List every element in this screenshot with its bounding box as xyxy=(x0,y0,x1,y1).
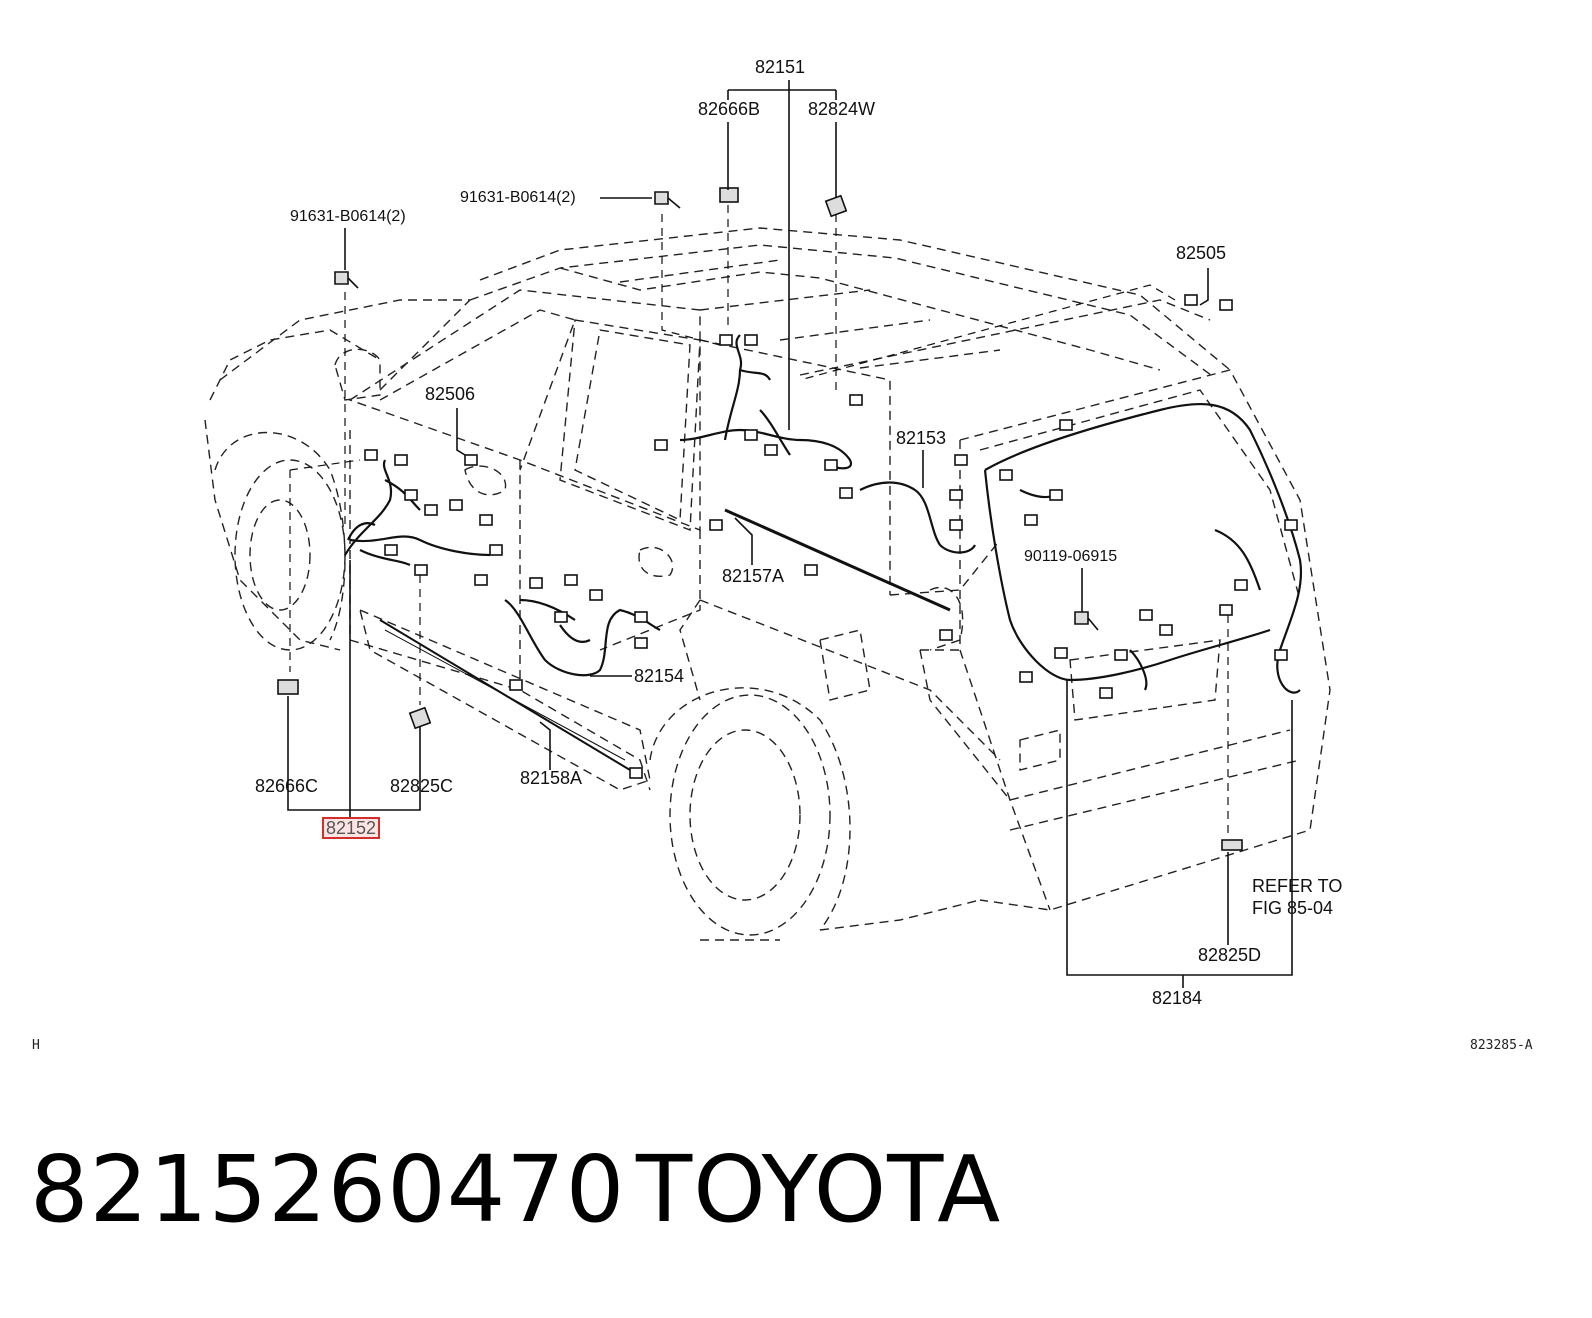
callout-82152-highlighted[interactable]: 82152 xyxy=(322,817,381,839)
callout-82153[interactable]: 82153 xyxy=(896,428,947,448)
callout-91631-left[interactable]: 91631-B0614(2) xyxy=(290,208,406,225)
rod-82157A xyxy=(724,508,951,612)
footer-part-number: 8215260470 xyxy=(30,1136,626,1243)
corner-code-right: 823285-A xyxy=(1470,1038,1533,1053)
callout-82506[interactable]: 82506 xyxy=(425,384,476,404)
clips xyxy=(277,187,1243,851)
callout-82184[interactable]: 82184 xyxy=(1152,988,1203,1008)
wire-harnesses xyxy=(344,334,1303,771)
corner-code-left: H xyxy=(32,1038,40,1053)
connectors xyxy=(364,294,1298,779)
callout-82157a[interactable]: 82157A xyxy=(722,566,785,586)
bolt-icon-rear xyxy=(1074,611,1099,631)
bolt-icon-left xyxy=(334,271,359,289)
callout-82666c[interactable]: 82666C xyxy=(255,776,319,796)
bolt-icon-top xyxy=(654,191,681,209)
harness-82151 xyxy=(679,334,853,470)
callout-82158a[interactable]: 82158A xyxy=(520,768,583,788)
leader-lines xyxy=(287,80,1293,988)
harness-82153 xyxy=(859,481,976,554)
callout-91631-top[interactable]: 91631-B0614(2) xyxy=(460,189,576,206)
harness-82152 xyxy=(344,459,491,567)
callout-82825c[interactable]: 82825C xyxy=(390,776,454,796)
callout-82825d[interactable]: 82825D xyxy=(1198,945,1262,965)
callout-82505[interactable]: 82505 xyxy=(1176,243,1227,263)
callout-82666b[interactable]: 82666B xyxy=(698,99,761,119)
callout-90119[interactable]: 90119-06915 xyxy=(1024,548,1118,565)
callout-82151[interactable]: 82151 xyxy=(755,57,806,77)
callout-82824w[interactable]: 82824W xyxy=(808,99,876,119)
refer-note: REFER TO FIG 85-04 xyxy=(1252,876,1343,918)
footer-brand: TOYOTA xyxy=(636,1136,1002,1243)
harness-82154 xyxy=(504,598,661,677)
callout-82154[interactable]: 82154 xyxy=(634,666,685,686)
dashed-refs xyxy=(289,205,1229,835)
